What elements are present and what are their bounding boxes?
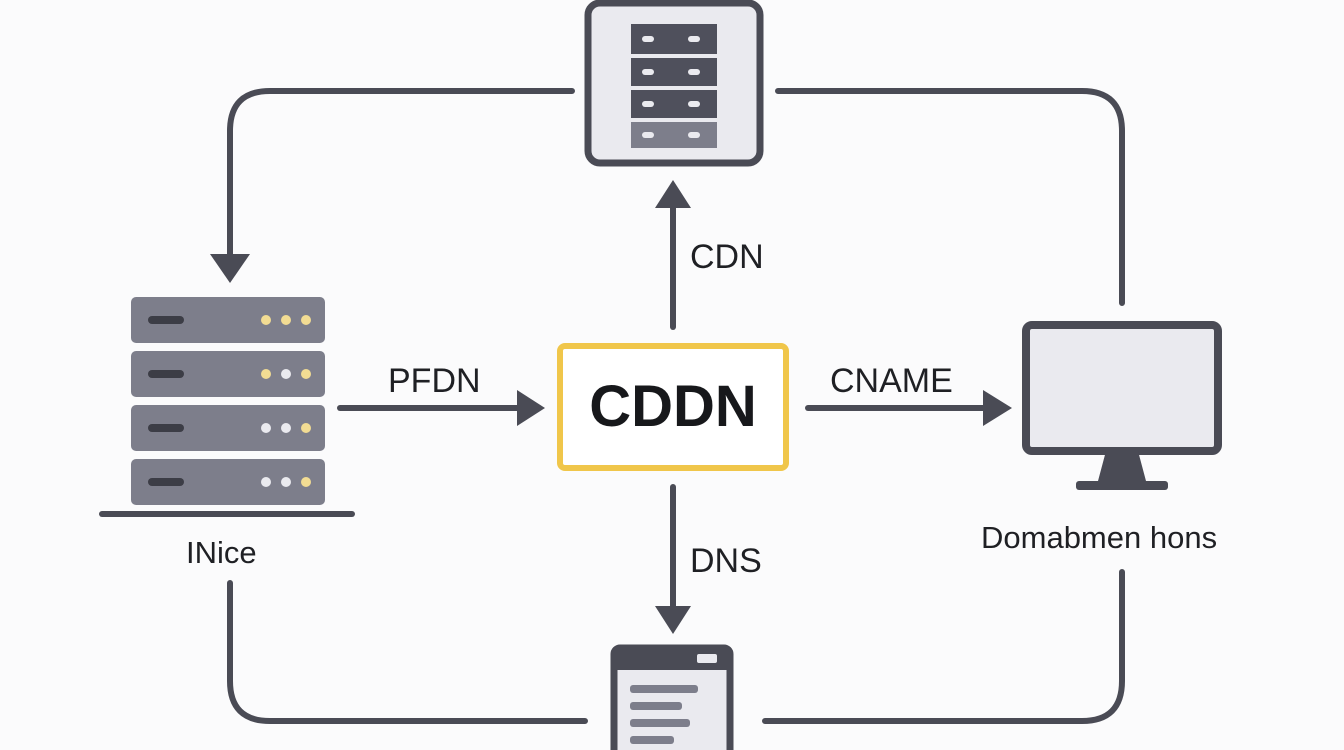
center-node-box: CDDN — [557, 343, 789, 471]
edge-label-left-in: PFDN — [388, 362, 481, 400]
document-icon — [610, 644, 734, 750]
connector-top-to-right — [775, 88, 1125, 306]
monitor-right-label: Domabmen hons — [981, 520, 1218, 555]
arrow-up-head — [655, 180, 691, 208]
server-rack-icon — [99, 297, 355, 517]
arrowhead-down-left — [210, 254, 250, 283]
edge-label-up: CDN — [690, 238, 764, 276]
connector-top-to-left — [227, 88, 575, 259]
edge-label-right-out: CNAME — [830, 362, 953, 400]
connector-right-to-bottom — [762, 569, 1125, 724]
edge-label-down: DNS — [690, 542, 762, 580]
arrow-right-out-head — [983, 390, 1012, 426]
server-panel-icon — [584, 0, 764, 167]
server-left-label: INice — [186, 535, 257, 570]
connector-left-to-bottom — [227, 580, 588, 724]
arrow-left-in-head — [517, 390, 545, 426]
monitor-icon — [1022, 321, 1222, 490]
arrow-down-head — [655, 606, 691, 634]
center-node-label: CDDN — [589, 374, 757, 439]
